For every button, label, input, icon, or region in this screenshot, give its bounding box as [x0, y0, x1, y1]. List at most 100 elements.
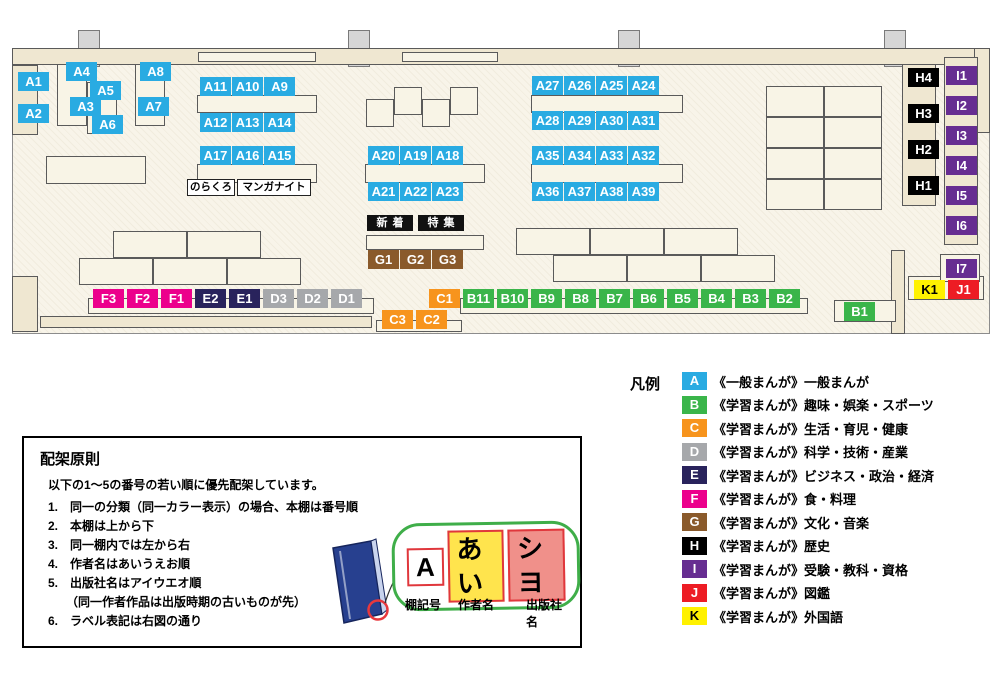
- shelf-label-a35: A35: [532, 146, 563, 165]
- shelf-label-i1: I1: [946, 66, 977, 85]
- shelf-block: [590, 228, 664, 255]
- rule-line: 6. ラベル表記は右図の通り: [48, 614, 203, 628]
- shelf-block: [366, 235, 484, 250]
- shelf-label-d2: D2: [297, 289, 328, 308]
- shelf-label-a14: A14: [264, 113, 295, 132]
- shelf-label-a34: A34: [564, 146, 595, 165]
- shelf-block: [824, 179, 882, 210]
- legend-chip-i: I: [682, 560, 707, 578]
- legend-row-d: D《学習まんが》科学・技術・産業: [682, 442, 934, 461]
- shelf-label-a17: A17: [200, 146, 231, 165]
- shelf-block: [824, 86, 882, 117]
- legend-chip-e: E: [682, 466, 707, 484]
- banner-label: 新着: [367, 215, 413, 231]
- shelf-label-i4: I4: [946, 156, 977, 175]
- legend-category-label: 外国語: [804, 609, 844, 625]
- legend-category-label: 趣味・娯楽・スポーツ: [804, 398, 934, 413]
- rule-line: 5. 出版社名はアイウエオ順: [48, 576, 202, 590]
- shelf-label-a16: A16: [232, 146, 263, 165]
- shelf-block: [766, 148, 824, 179]
- label-example-publisher: シヨ: [507, 528, 566, 602]
- shelf-block: [627, 255, 701, 282]
- shelf-block: [516, 228, 590, 255]
- wall-segment: [944, 57, 978, 245]
- shelf-block: [113, 231, 187, 258]
- shelf-label-g3: G3: [432, 250, 463, 269]
- legend-row-g: G《学習まんが》文化・音楽: [682, 513, 934, 531]
- shelf-label-a19: A19: [400, 146, 431, 165]
- shelf-label-a33: A33: [596, 146, 627, 165]
- shelf-label-a6: A6: [92, 115, 123, 134]
- principles-intro: 以下の1〜5の番号の若い順に優先配架しています。: [48, 478, 324, 492]
- legend-row-b: B《学習まんが》趣味・娯楽・スポーツ: [682, 395, 934, 414]
- shelf-block: [824, 148, 882, 179]
- shelf-label-a27: A27: [532, 76, 563, 95]
- legend-prefix: 《学習まんが》: [713, 492, 805, 507]
- shelf-label-a36: A36: [532, 182, 563, 201]
- legend-prefix: 《学習まんが》: [713, 468, 805, 484]
- shelf-label-b4: B4: [701, 289, 732, 308]
- shelf-label-b2: B2: [769, 289, 800, 308]
- shelf-label-a26: A26: [564, 76, 595, 95]
- shelf-label-a18: A18: [432, 146, 463, 165]
- shelf-label-a10: A10: [232, 77, 263, 96]
- legend-prefix: 《学習まんが》: [713, 539, 805, 554]
- shelf-block: [79, 258, 153, 285]
- legend-row-a: A《一般まんが》一般まんが: [682, 372, 934, 390]
- principles-box: 配架原則 以下の1〜5の番号の若い順に優先配架しています。 1. 同一の分類（同…: [22, 436, 582, 648]
- legend-category-label: 図鑑: [804, 586, 831, 601]
- legend-category-label: 生活・育児・健康: [804, 421, 909, 437]
- book-spine-highlight: [339, 550, 351, 620]
- legend-chip-k: K: [682, 607, 707, 625]
- legend-category-label: ビジネス・政治・経済: [804, 468, 935, 484]
- shelf-label-a20: A20: [368, 146, 399, 165]
- legend-prefix: 《学習まんが》: [713, 586, 805, 601]
- shelf-block: [394, 87, 422, 115]
- shelf-label-a29: A29: [564, 111, 595, 130]
- shelf-block: [766, 179, 824, 210]
- shelf-block: [422, 99, 450, 127]
- shelf-block: [365, 164, 485, 183]
- rule-line: 3. 同一棚内では左から右: [48, 538, 191, 552]
- shelf-label-d1: D1: [331, 289, 362, 308]
- shelf-label-i2: I2: [946, 96, 977, 115]
- shelf-label-b3: B3: [735, 289, 766, 308]
- shelf-label-a37: A37: [564, 182, 595, 201]
- shelf-block: [153, 258, 227, 285]
- shelf-label-i6: I6: [946, 216, 977, 235]
- legend-chip-j: J: [682, 583, 707, 602]
- caption-shelf-code: 棚記号: [404, 598, 442, 612]
- shelf-label-a30: A30: [596, 111, 627, 130]
- shelf-label-a9: A9: [264, 77, 295, 96]
- legend-category-label: 文化・音楽: [804, 515, 870, 531]
- shelf-label-a23: A23: [432, 182, 463, 201]
- rule-line: 1. 同一の分類（同一カラー表示）の場合、本棚は番号順: [48, 500, 359, 514]
- shelf-label-a25: A25: [596, 76, 627, 95]
- shelf-label-h4: H4: [908, 68, 939, 87]
- shelf-label-c3: C3: [382, 310, 413, 329]
- shelf-label-a4: A4: [66, 62, 97, 81]
- shelf-block: [46, 156, 146, 184]
- legend-prefix: 《一般まんが》: [713, 374, 805, 390]
- banner-label: 特集: [418, 215, 464, 231]
- label-example-author: あい: [447, 529, 506, 603]
- shelf-block: [187, 231, 261, 258]
- shelf-label-a28: A28: [532, 111, 563, 130]
- shelf-label-b8: B8: [565, 289, 596, 308]
- wall-segment: [12, 276, 38, 332]
- shelf-block: [198, 52, 316, 62]
- shelf-label-b7: B7: [599, 289, 630, 308]
- shelf-block: [664, 228, 738, 255]
- legend-chip-c: C: [682, 419, 707, 437]
- legend-chip-d: D: [682, 442, 707, 461]
- shelf-label-g1: G1: [368, 250, 399, 269]
- shelf-block: [766, 117, 824, 148]
- legend-title: 凡例: [630, 376, 661, 393]
- legend-row-k: K《学習まんが》外国語: [682, 607, 934, 625]
- shelf-block: [366, 99, 394, 127]
- shelf-label-b6: B6: [633, 289, 664, 308]
- shelf-label-i7: I7: [946, 259, 977, 278]
- shelf-label-c1: C1: [429, 289, 460, 308]
- shelf-label-h3: H3: [908, 104, 939, 123]
- rule-line: 2. 本棚は上から下: [48, 519, 155, 533]
